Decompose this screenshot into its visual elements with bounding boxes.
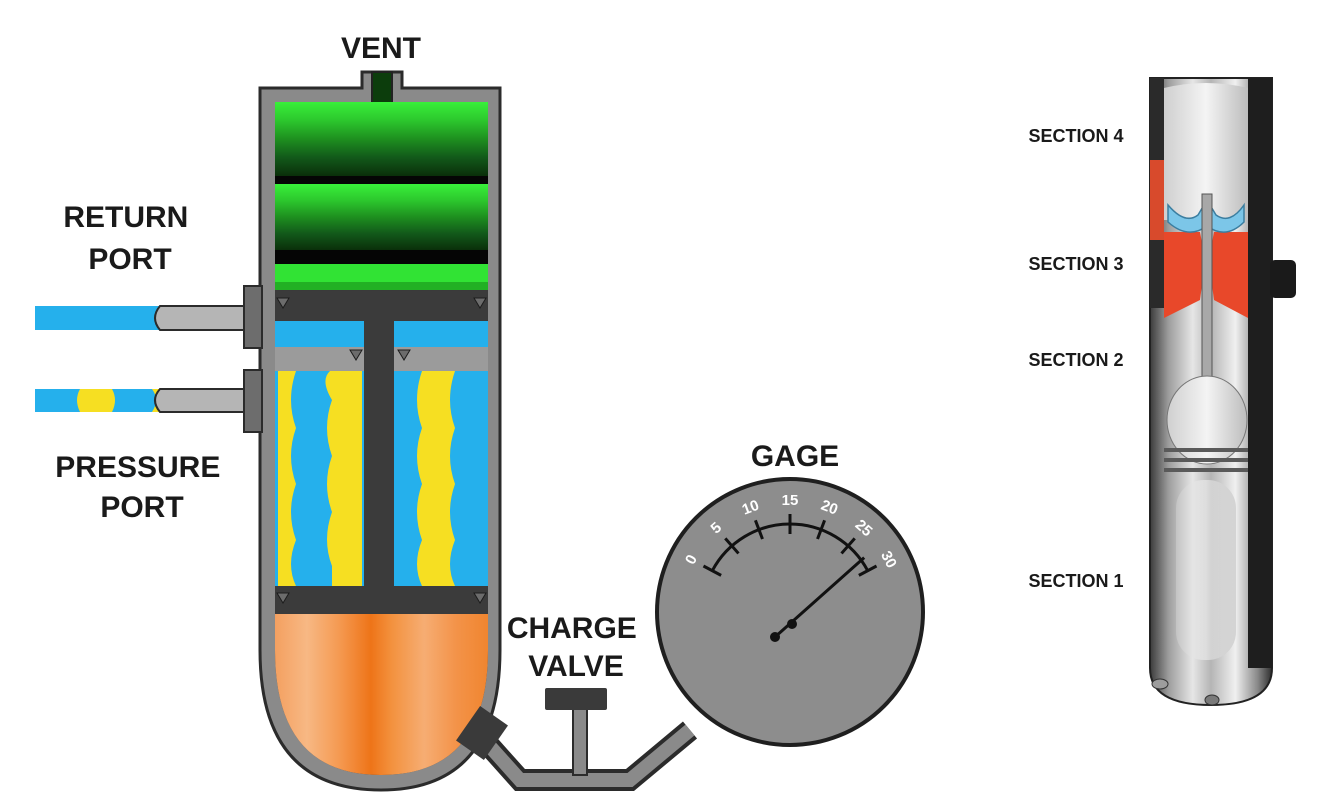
pressure-port-label: PRESSURE PORT [55, 451, 228, 524]
charge-valve-label: CHARGE VALVE [507, 612, 645, 683]
return-port-pipe [35, 285, 263, 349]
gauge-face [655, 477, 925, 747]
gauge-tick [858, 564, 878, 577]
section-1-label: SECTION 1 [1028, 571, 1123, 591]
gage-label: GAGE [751, 440, 839, 473]
piston-rod [364, 310, 394, 600]
vent-pipe [371, 71, 393, 105]
pressure-port-pipe [35, 369, 263, 433]
accumulator-cylinder [258, 70, 502, 792]
gauge-tick-label: 15 [782, 492, 799, 509]
gauge-tick [724, 537, 740, 555]
gauge-needle-joint [787, 619, 797, 629]
gauge-tick-label: 10 [740, 497, 762, 519]
piston-bottom [275, 586, 488, 614]
gauge-tick [816, 519, 826, 540]
gas-chamber [275, 102, 488, 290]
gauge-pivot [770, 632, 780, 642]
section-2-label: SECTION 2 [1028, 350, 1123, 370]
charge-valve [545, 688, 607, 776]
charge-line [456, 706, 698, 791]
gauge-tick [702, 564, 722, 577]
return-port-label: RETURN PORT [63, 201, 196, 276]
section-3-label: SECTION 3 [1028, 254, 1123, 274]
section-4-label: SECTION 4 [1028, 126, 1123, 146]
vent-label: VENT [341, 32, 421, 65]
gauge-tick-label: 30 [877, 548, 900, 571]
cutaway-photo [1149, 77, 1296, 707]
nitrogen-chamber [275, 614, 488, 775]
gauge-tick [840, 537, 856, 555]
gauge-tick [754, 519, 764, 540]
gauge-tick-label: 20 [819, 497, 841, 519]
